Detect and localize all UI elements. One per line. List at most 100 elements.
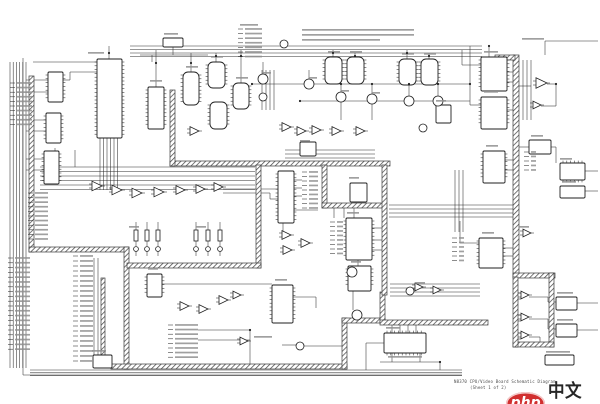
label-smudge: [347, 212, 359, 214]
pin-label-smudge: [309, 189, 318, 191]
pin-label-smudge: [245, 55, 262, 58]
transistor: [418, 123, 428, 133]
transistor: [403, 95, 415, 107]
junction-dot: [339, 82, 343, 86]
junction-dot: [239, 54, 243, 58]
watermark-site-text: 中文网: [548, 381, 583, 402]
pin-label-smudge: [15, 343, 30, 346]
shield-band: [126, 262, 262, 269]
component-box: [162, 37, 184, 48]
junction-dot: [353, 54, 357, 58]
logic-gate: [520, 290, 530, 300]
capacitor: [217, 246, 223, 252]
transistor: [351, 309, 363, 321]
label-smudge: [519, 226, 529, 228]
label-smudge: [349, 177, 359, 179]
resistor: [133, 229, 139, 242]
shield-band: [321, 164, 328, 209]
shield-band: [341, 317, 386, 324]
logic-gate: [522, 228, 532, 238]
pin-label-smudge: [80, 290, 93, 292]
pin-label-smudge: [175, 333, 198, 335]
pin-label-smudge: [15, 309, 30, 312]
shield-band: [28, 75, 35, 253]
junction-dot: [370, 82, 374, 86]
pin-label-smudge: [35, 215, 48, 217]
pin-label-smudge: [15, 290, 30, 293]
capacitor: [193, 246, 199, 252]
label-smudge: [150, 80, 162, 82]
logic-gate: [281, 230, 292, 240]
pin-label-smudge: [35, 205, 48, 208]
logic-gate: [218, 295, 229, 305]
shield-band: [379, 291, 386, 324]
ic-chip: [147, 86, 165, 130]
pin-label-smudge: [175, 342, 198, 345]
logic-gate: [432, 285, 442, 295]
pin-label-smudge: [459, 237, 464, 239]
pin-label-smudge: [80, 335, 93, 337]
transistor: [257, 73, 269, 85]
pin-label-smudge: [337, 225, 343, 228]
pin-label-smudge: [17, 100, 32, 103]
label-smudge: [386, 327, 400, 329]
pin-label-smudge: [175, 347, 198, 349]
pin-label-smudge: [17, 118, 32, 121]
ic-chip: [43, 150, 60, 185]
junction-dot: [468, 82, 472, 86]
pin-label-smudge: [80, 265, 93, 267]
logic-gate: [195, 184, 206, 194]
pin-label-smudge: [17, 82, 32, 84]
shield-band: [548, 272, 555, 348]
pin-label-smudge: [175, 328, 198, 331]
logic-gate: [239, 336, 249, 346]
transistor: [346, 266, 358, 278]
capacitor: [205, 246, 211, 252]
pin-label-smudge: [15, 285, 30, 288]
component-box: [559, 185, 586, 199]
transistor: [258, 92, 268, 102]
logic-gate: [331, 126, 342, 136]
component-box: [544, 354, 575, 366]
transistor: [366, 93, 378, 105]
pin-label-smudge: [15, 281, 30, 283]
label-smudge: [328, 51, 340, 53]
pin-label-smudge: [337, 234, 343, 237]
junction-dot: [331, 51, 335, 55]
title-line-1: N8370 CPU/Video Board Schematic Diagram: [454, 379, 556, 384]
shield-band: [381, 164, 388, 296]
pin-label-smudge: [459, 255, 464, 257]
component-box: [555, 323, 578, 338]
transistor: [405, 286, 415, 296]
logic-gate: [282, 245, 293, 255]
ic-chip: [182, 71, 200, 106]
logic-gate: [232, 290, 242, 300]
pin-label-smudge: [15, 314, 30, 317]
pin-label-smudge: [17, 105, 32, 107]
label-smudge: [522, 38, 544, 40]
pin-label-smudge: [35, 192, 48, 194]
ic-chip: [346, 56, 365, 85]
junction-dot: [427, 54, 431, 58]
pin-label-smudge: [80, 295, 93, 297]
logic-gate: [213, 182, 224, 192]
pin-label-smudge: [245, 41, 262, 44]
pin-label-smudge: [531, 160, 536, 162]
ic-chip: [207, 61, 226, 89]
pin-label-smudge: [175, 356, 198, 358]
label-smudge: [164, 33, 178, 35]
pin-label-smudge: [80, 255, 93, 257]
shield-band: [512, 276, 519, 348]
logic-gate: [300, 238, 311, 248]
pin-label-smudge: [245, 28, 262, 30]
resistor: [193, 229, 199, 242]
ic-chip: [482, 150, 506, 184]
label-smudge: [186, 66, 198, 68]
pin-label-smudge: [245, 32, 262, 35]
pin-label-smudge: [80, 280, 93, 282]
watermark: php 中文网: [506, 377, 600, 404]
logic-gate: [153, 186, 165, 198]
pin-label-smudge: [15, 257, 30, 259]
pin-label-smudge: [15, 333, 30, 336]
junction-dot: [554, 82, 558, 86]
